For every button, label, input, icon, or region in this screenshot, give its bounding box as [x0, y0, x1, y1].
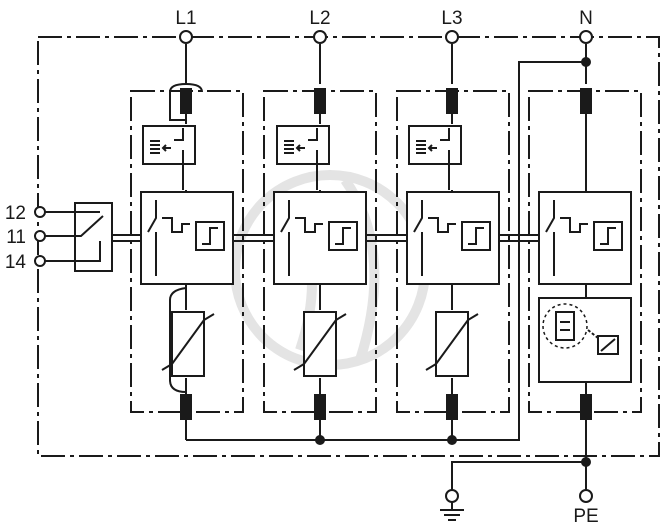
- junction-dot: [581, 57, 591, 67]
- device-enclosure: [37, 36, 660, 457]
- thermal-disconnector-icon: [140, 191, 234, 285]
- thermal-disconnector-icon: [406, 191, 500, 285]
- contact-12-terminal[interactable]: [34, 206, 46, 218]
- phase-l1-path: [169, 44, 203, 440]
- contact-11-terminal[interactable]: [34, 230, 46, 242]
- contact-11-label: 11: [6, 227, 26, 248]
- fuse-icon: [180, 88, 192, 114]
- terminal-l3[interactable]: [445, 30, 459, 44]
- terminal-l1-label: L1: [175, 8, 196, 29]
- junction-dot: [315, 435, 325, 445]
- terminal-l2[interactable]: [313, 30, 327, 44]
- fuse-icon: [580, 88, 592, 114]
- terminal-pe-label: PE: [573, 506, 598, 527]
- terminal-l2-label: L2: [309, 8, 330, 29]
- junction-dot: [447, 435, 457, 445]
- contact-14-terminal[interactable]: [34, 255, 46, 267]
- terminal-l1[interactable]: [179, 30, 193, 44]
- mechanical-coupling: [112, 234, 539, 242]
- status-indicator-icon: [142, 125, 196, 190]
- fuse-icon: [446, 394, 458, 420]
- remote-signal-contact-icon: [45, 202, 113, 272]
- junction-dot: [581, 457, 591, 467]
- status-indicator-icon: [276, 125, 330, 190]
- varistor-icon: [293, 311, 347, 377]
- terminal-n-label: N: [579, 8, 593, 29]
- contact-12-label: 12: [5, 203, 26, 224]
- thermal-disconnector-icon: [273, 191, 367, 285]
- fuse-icon: [314, 394, 326, 420]
- pe-bus: [451, 461, 586, 500]
- terminal-l3-label: L3: [441, 8, 462, 29]
- varistor-icon: [425, 311, 479, 377]
- fuse-icon: [446, 88, 458, 114]
- varistor-icon: [161, 311, 215, 377]
- fuse-icon: [314, 88, 326, 114]
- thermal-disconnector-icon: [538, 191, 632, 285]
- terminal-n[interactable]: [579, 30, 593, 44]
- fuse-icon: [580, 394, 592, 420]
- earth-ground-icon: [440, 502, 464, 521]
- fuse-icon: [180, 394, 192, 420]
- neutral-path: [186, 44, 592, 500]
- terminal-pe[interactable]: [579, 489, 593, 503]
- gas-discharge-tube-icon: [538, 297, 632, 383]
- status-indicator-icon: [408, 125, 462, 190]
- terminal-ground[interactable]: [445, 489, 459, 503]
- contact-14-label: 14: [5, 252, 27, 273]
